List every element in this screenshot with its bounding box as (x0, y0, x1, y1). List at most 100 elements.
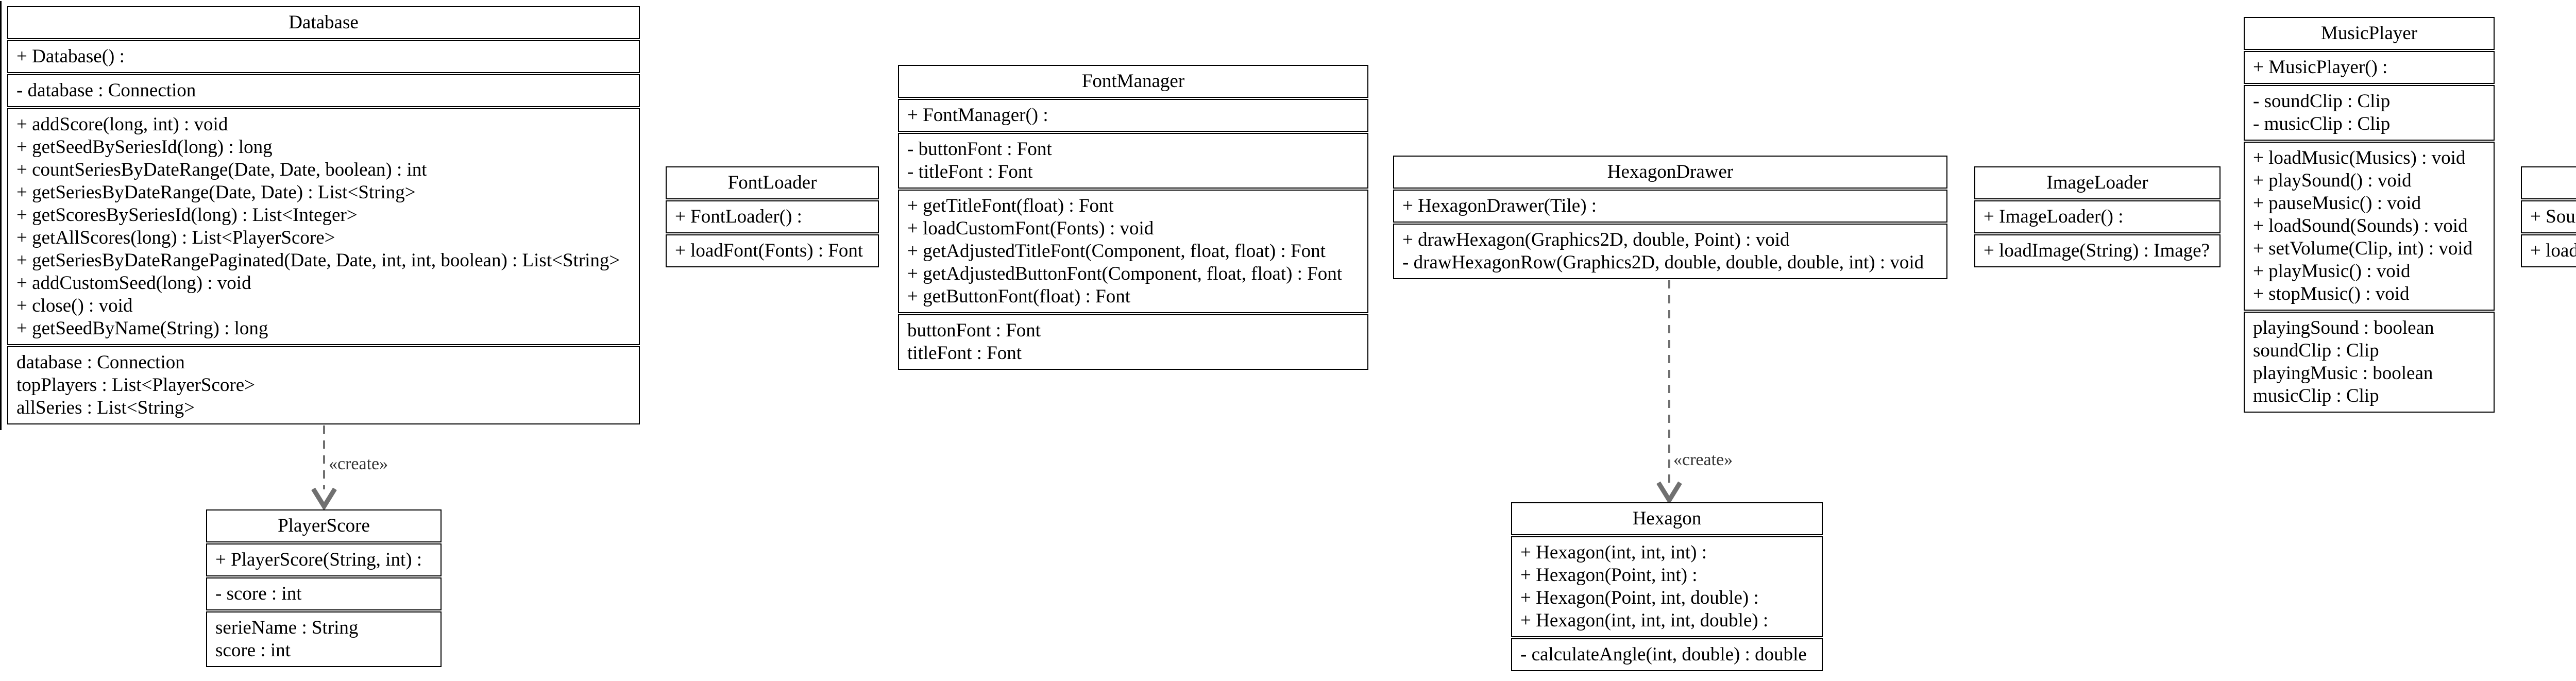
cropped-box-edge-left (0, 1, 2, 430)
member-row: - database : Connection (16, 80, 196, 101)
member-row: playingMusic : boolean (2253, 363, 2433, 384)
class-methods-section: + drawHexagon(Graphics2D, double, Point)… (1393, 224, 1947, 279)
class-methods-section: + loadFont(Fonts) : Font (666, 234, 879, 267)
member-row: soundClip : Clip (2253, 340, 2379, 361)
class-title: SoundLoader (2521, 166, 2576, 199)
member-row: + getAdjustedTitleFont(Component, float,… (907, 241, 1326, 262)
class-methods-section: + loadMusic(Musics) : void+ playSound() … (2244, 142, 2495, 311)
member-row: topPlayers : List<PlayerScore> (16, 374, 256, 396)
class-methods-section: - calculateAngle(int, double) : double (1511, 638, 1823, 671)
class-methods-section: + addScore(long, int) : void+ getSeedByS… (7, 108, 640, 345)
class-constructor-section: + PlayerScore(String, int) : (206, 543, 442, 576)
member-row: - titleFont : Font (907, 161, 1033, 182)
member-row: + Database() : (16, 46, 125, 67)
member-row: + close() : void (16, 295, 133, 316)
member-row: - calculateAngle(int, double) : double (1520, 644, 1807, 665)
class-fontmanager: FontManager + FontManager() : - buttonFo… (898, 65, 1368, 370)
member-row: allSeries : List<String> (16, 397, 195, 418)
arrowhead-down-icon (311, 487, 337, 511)
edge-label-create: «create» (329, 454, 388, 473)
member-row: + getAllScores(long) : List<PlayerScore> (16, 227, 335, 248)
class-imageloader: ImageLoader + ImageLoader() : + loadImag… (1974, 166, 2221, 267)
class-title: Database (7, 6, 640, 39)
class-title: ImageLoader (1974, 166, 2221, 199)
member-row: + Hexagon(Point, int) : (1520, 565, 1698, 586)
member-row: + getScoresBySeriesId(long) : List<Integ… (16, 205, 358, 226)
member-row: - buttonFont : Font (907, 139, 1052, 160)
member-row: buttonFont : Font (907, 320, 1041, 341)
class-constructor-section: + FontLoader() : (666, 200, 879, 233)
class-fields-section: - soundClip : Clip- musicClip : Clip (2244, 85, 2495, 141)
member-row: + FontManager() : (907, 105, 1048, 126)
member-row: + HexagonDrawer(Tile) : (1402, 195, 1597, 216)
class-title: FontLoader (666, 166, 879, 199)
member-row: database : Connection (16, 352, 185, 373)
member-row: musicClip : Clip (2253, 385, 2379, 406)
member-row: - musicClip : Clip (2253, 113, 2391, 134)
member-row: + PlayerScore(String, int) : (215, 549, 422, 570)
member-row: + FontLoader() : (675, 206, 802, 227)
member-row: + loadMusic(Musics) : void (2253, 147, 2466, 168)
class-hexagondrawer: HexagonDrawer + HexagonDrawer(Tile) : + … (1393, 156, 1947, 279)
member-row: + Hexagon(int, int, int) : (1520, 542, 1707, 563)
member-row: + drawHexagon(Graphics2D, double, Point)… (1402, 229, 1790, 250)
member-row: titleFont : Font (907, 343, 1022, 364)
class-methods-section: + loadMusic(String) : Clip? (2521, 234, 2576, 267)
class-constructor-section: + SoundLoader() : (2521, 200, 2576, 233)
class-title: PlayerScore (206, 509, 442, 542)
class-methods-section: + getTitleFont(float) : Font+ loadCustom… (898, 190, 1368, 313)
class-musicplayer: MusicPlayer + MusicPlayer() : - soundCli… (2244, 17, 2495, 413)
class-title: Hexagon (1511, 502, 1823, 535)
member-row: + pauseMusic() : void (2253, 193, 2421, 214)
class-constructor-section: + ImageLoader() : (1974, 200, 2221, 233)
class-soundloader: SoundLoader + SoundLoader() : + loadMusi… (2521, 166, 2576, 267)
class-title: FontManager (898, 65, 1368, 98)
member-row: serieName : String (215, 617, 359, 638)
class-fields-section: - score : int (206, 577, 442, 610)
class-fontloader: FontLoader + FontLoader() : + loadFont(F… (666, 166, 879, 267)
member-row: + SoundLoader() : (2530, 206, 2576, 227)
member-row: + ImageLoader() : (1984, 206, 2124, 227)
member-row: + Hexagon(Point, int, double) : (1520, 587, 1759, 608)
class-constructor-section: + FontManager() : (898, 99, 1368, 132)
class-methods-section: + loadImage(String) : Image? (1974, 234, 2221, 267)
member-row: + loadImage(String) : Image? (1984, 240, 2210, 261)
edge-label-create: «create» (1673, 450, 1733, 469)
member-row: + playMusic() : void (2253, 261, 2411, 282)
member-row: + setVolume(Clip, int) : void (2253, 238, 2473, 259)
member-row: + loadFont(Fonts) : Font (675, 240, 863, 261)
member-row: + countSeriesByDateRange(Date, Date, boo… (16, 159, 427, 180)
class-database: Database + Database() : - database : Con… (7, 6, 640, 424)
member-row: + getAdjustedButtonFont(Component, float… (907, 263, 1343, 284)
member-row: + stopMusic() : void (2253, 283, 2410, 304)
member-row: playingSound : boolean (2253, 317, 2434, 338)
member-row: - score : int (215, 583, 302, 604)
member-row: + Hexagon(int, int, int, double) : (1520, 610, 1769, 631)
member-row: + getButtonFont(float) : Font (907, 286, 1130, 307)
member-row: + addScore(long, int) : void (16, 114, 228, 135)
member-row: + addCustomSeed(long) : void (16, 273, 251, 294)
class-hexagon: Hexagon + Hexagon(int, int, int) :+ Hexa… (1511, 502, 1823, 671)
class-fields-section: - buttonFont : Font- titleFont : Font (898, 133, 1368, 189)
member-row: + loadCustomFont(Fonts) : void (907, 218, 1154, 239)
member-row: + getSeriesByDateRange(Date, Date) : Lis… (16, 182, 416, 203)
member-row: + getSeedBySeriesId(long) : long (16, 137, 273, 158)
member-row: + loadSound(Sounds) : void (2253, 215, 2468, 236)
member-row: + getTitleFont(float) : Font (907, 195, 1114, 216)
class-constructor-section: + Hexagon(int, int, int) :+ Hexagon(Poin… (1511, 536, 1823, 637)
member-row: + MusicPlayer() : (2253, 57, 2388, 78)
class-title: HexagonDrawer (1393, 156, 1947, 189)
class-title: MusicPlayer (2244, 17, 2495, 50)
member-row: - drawHexagonRow(Graphics2D, double, dou… (1402, 252, 1924, 273)
member-row: + getSeedByName(String) : long (16, 318, 268, 339)
member-row: + playSound() : void (2253, 170, 2412, 191)
arrowhead-down-icon (1656, 481, 1682, 505)
class-constructor-section: + MusicPlayer() : (2244, 51, 2495, 84)
member-row: score : int (215, 640, 291, 661)
class-playerscore: PlayerScore + PlayerScore(String, int) :… (206, 509, 442, 667)
class-fields-section: - database : Connection (7, 74, 640, 107)
